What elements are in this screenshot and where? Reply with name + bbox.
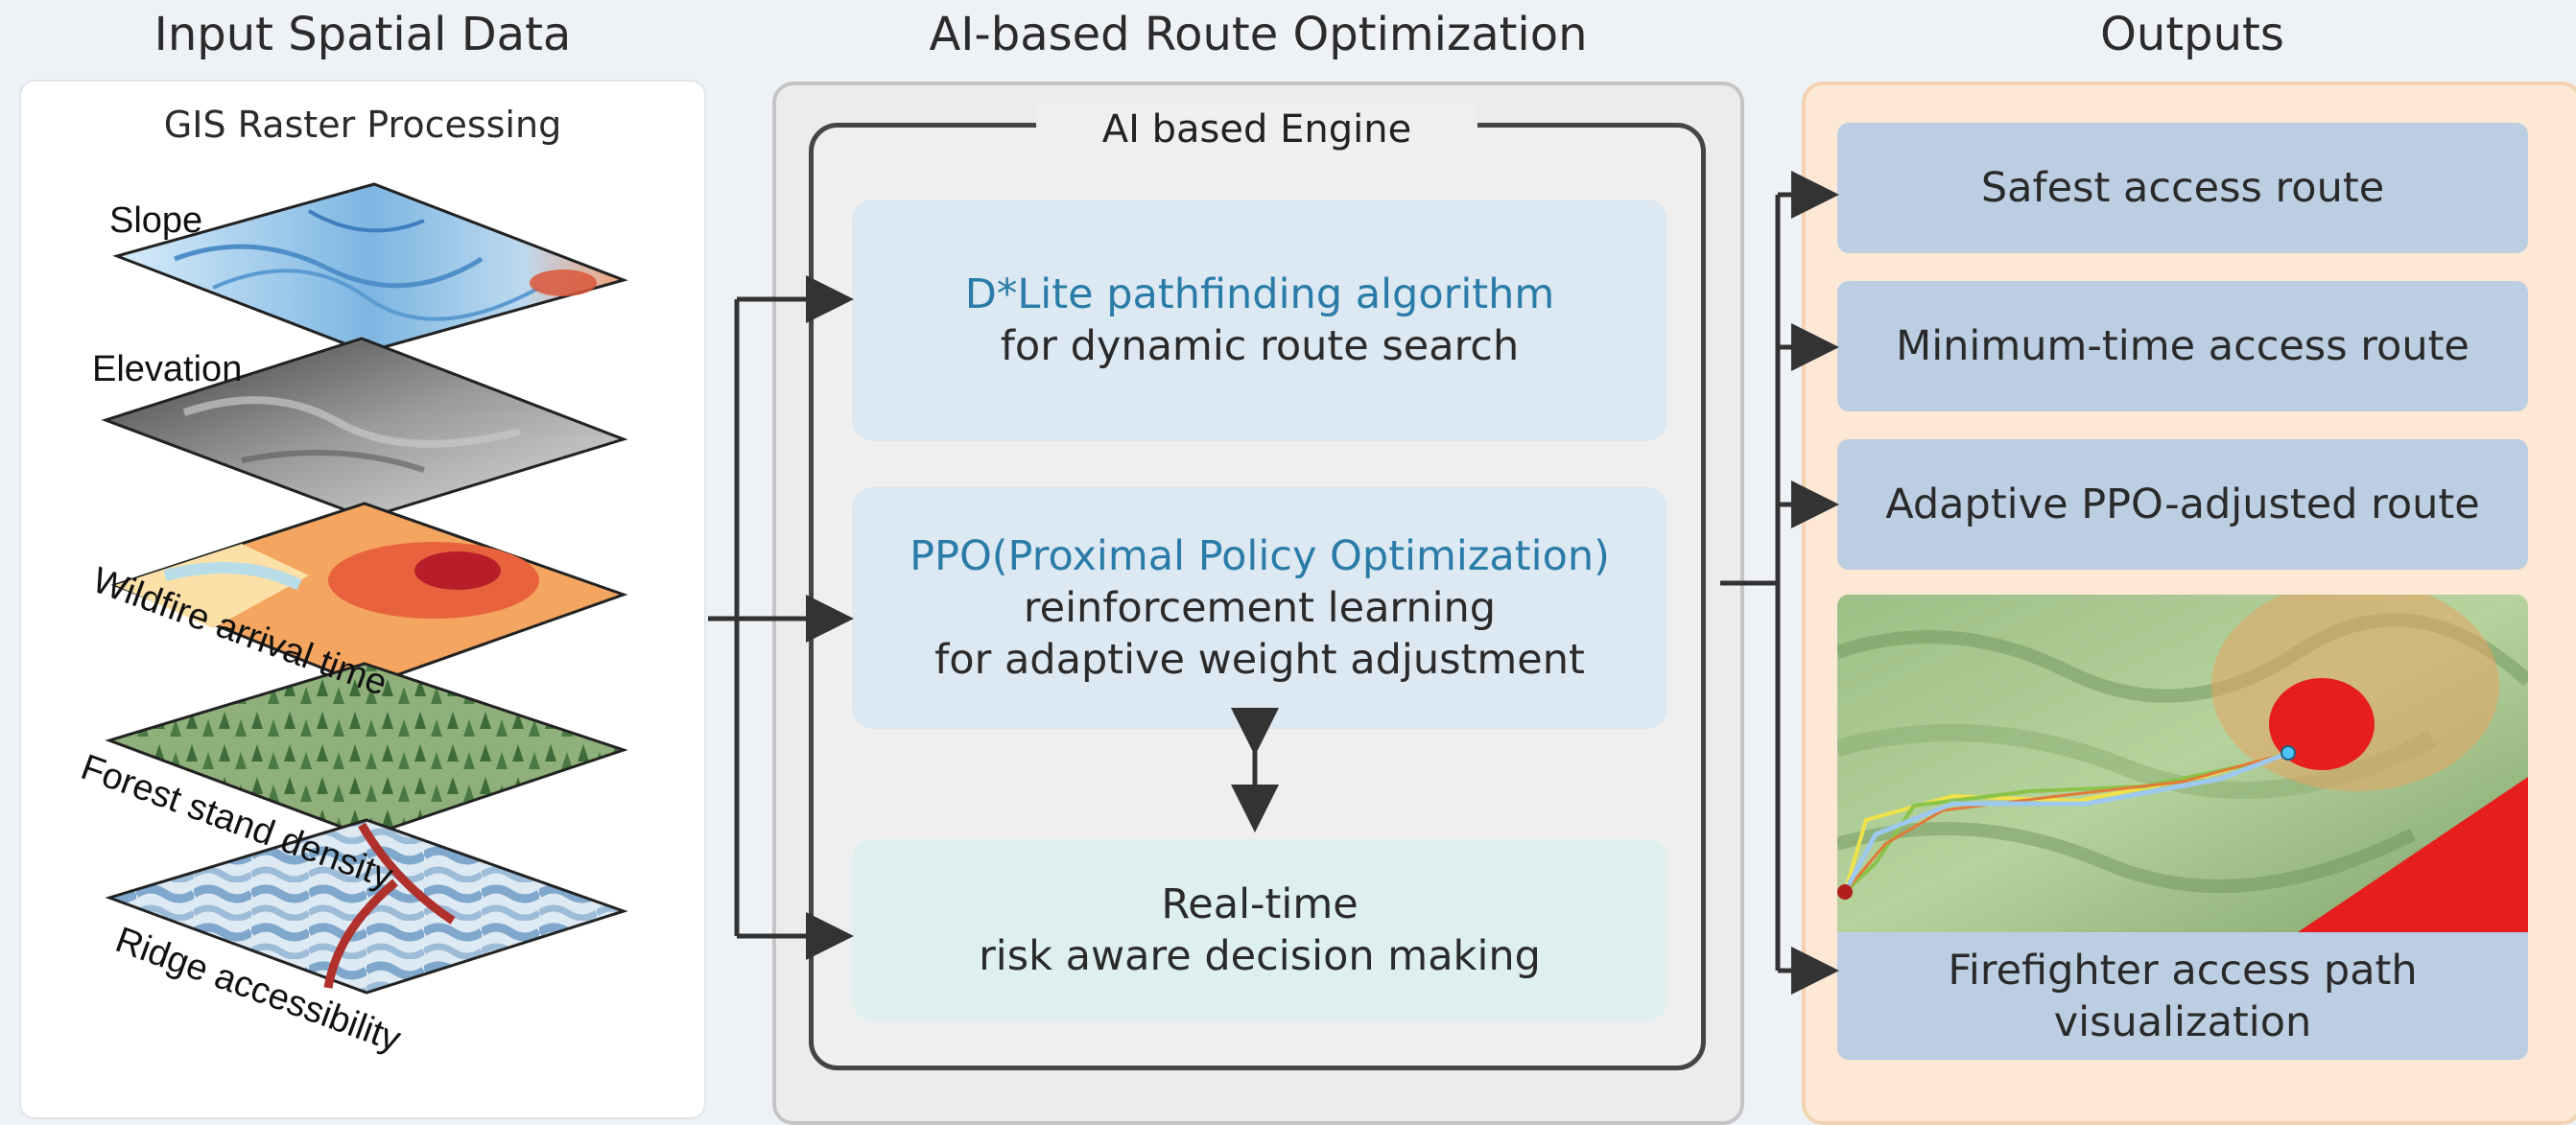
- dstar-desc: for dynamic route search: [1000, 322, 1520, 370]
- ai-column-title: AI-based Route Optimization: [929, 8, 1588, 61]
- realtime-box: Real-time risk aware decision making: [852, 839, 1667, 1021]
- realtime-desc-1: Real-time: [1161, 880, 1359, 928]
- realtime-desc-2: risk aware decision making: [979, 932, 1541, 980]
- ppo-desc-2: for adaptive weight adjustment: [934, 636, 1585, 684]
- gis-raster-title: GIS Raster Processing: [163, 104, 562, 146]
- visualization-caption-1: Firefighter access path: [1948, 946, 2418, 995]
- dstar-title: D*Lite pathfinding algorithm: [964, 270, 1555, 318]
- layer-label-slope: Slope: [109, 200, 202, 241]
- forest-density-layer: [105, 662, 628, 838]
- ppo-desc-1: reinforcement learning: [1023, 584, 1497, 632]
- ai-engine-title: AI based Engine: [1036, 105, 1477, 153]
- ridge-accessibility-layer: [105, 818, 628, 995]
- visualization-caption-2: visualization: [2053, 997, 2312, 1046]
- raster-layer-stack: Slope Elevation Wildfire arrival time Fo…: [76, 182, 628, 1060]
- slope-layer: [112, 182, 628, 354]
- visualization-caption: Firefighter access path visualization: [1837, 932, 2528, 1060]
- wildfire-arrival-layer: [110, 502, 628, 688]
- connector-arrows: [708, 171, 1839, 995]
- elevation-layer: [101, 337, 628, 520]
- path-visualization-map: [1837, 595, 2528, 932]
- dstar-box: D*Lite pathfinding algorithm for dynamic…: [852, 199, 1667, 441]
- output-ppo-route: Adaptive PPO-adjusted route: [1837, 439, 2528, 570]
- output-min-time-route: Minimum-time access route: [1837, 281, 2528, 411]
- output-safest-route: Safest access route: [1837, 123, 2528, 253]
- outputs-column-title: Outputs: [2100, 8, 2284, 61]
- ppo-title: PPO(Proximal Policy Optimization): [910, 532, 1610, 580]
- layer-label-elevation: Elevation: [92, 349, 242, 389]
- input-column-title: Input Spatial Data: [154, 8, 572, 61]
- path-visualization-card: Firefighter access path visualization: [1837, 595, 2528, 1060]
- ppo-box: PPO(Proximal Policy Optimization) reinfo…: [852, 487, 1667, 729]
